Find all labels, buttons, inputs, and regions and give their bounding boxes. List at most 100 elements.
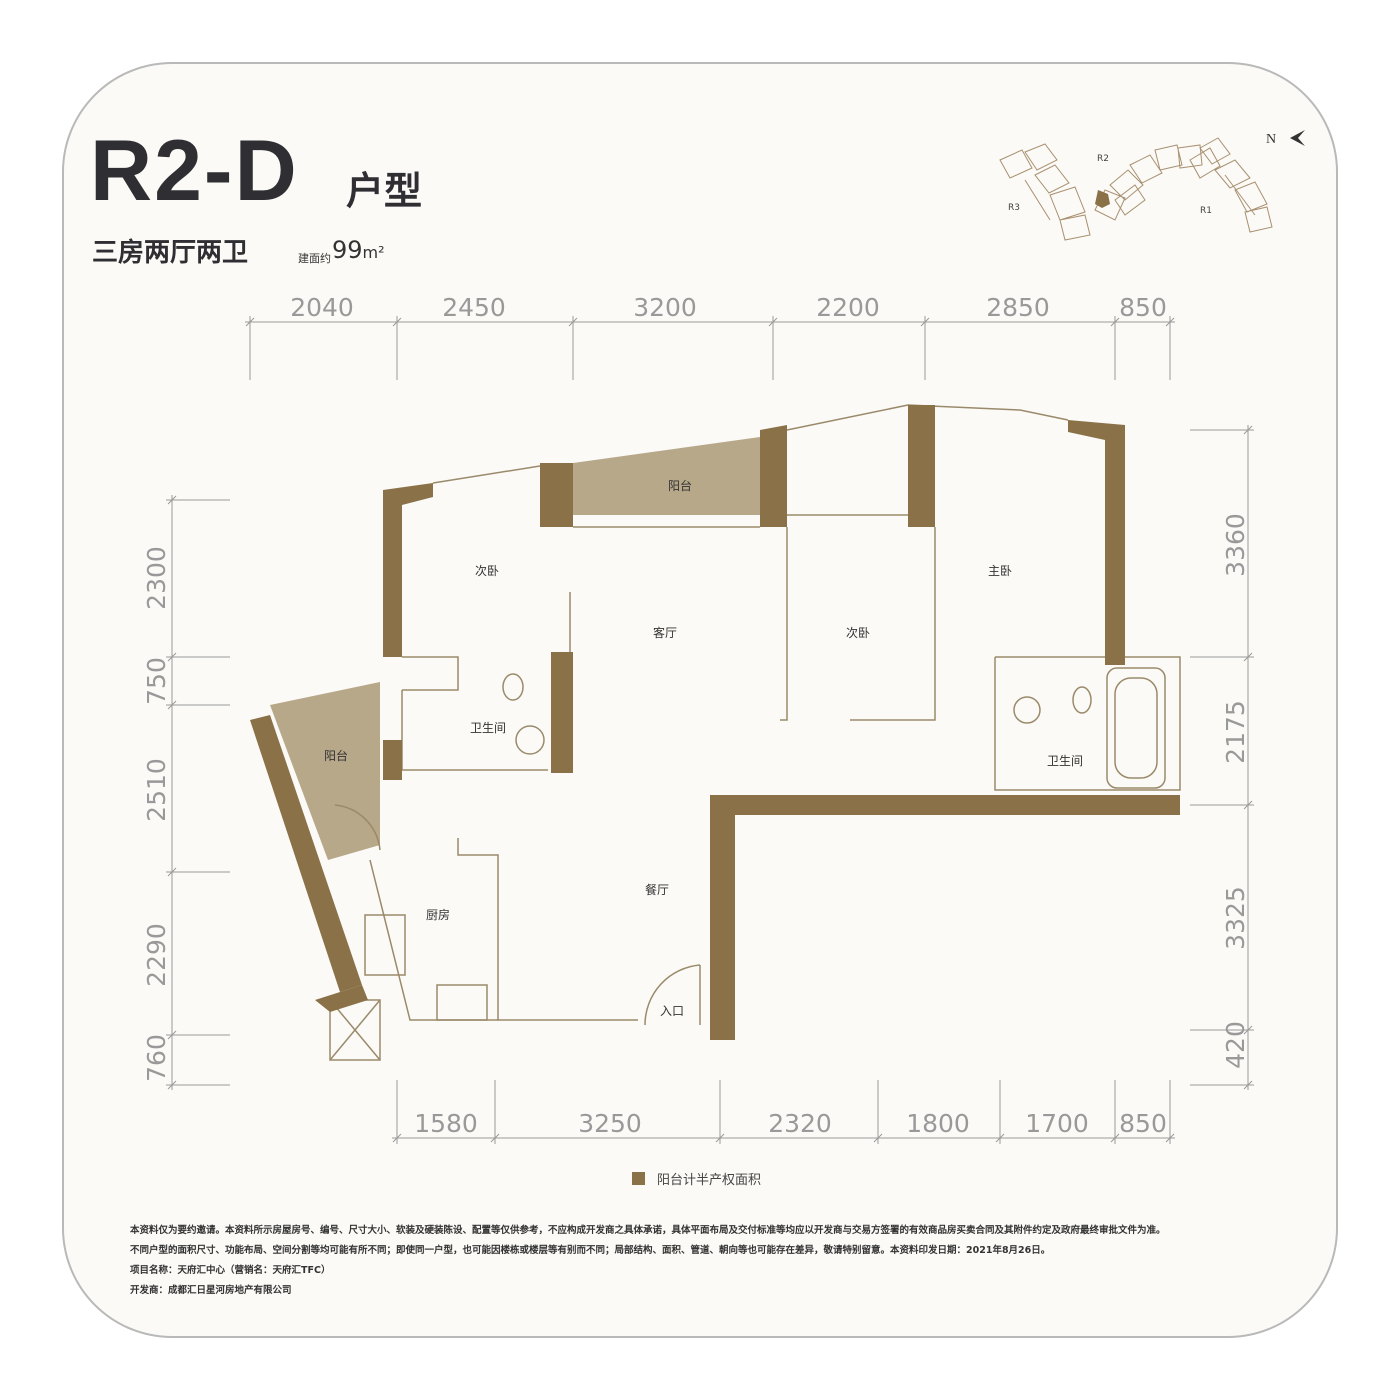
dim-bottom: 2320 [768,1109,832,1138]
dim-bottom: 1700 [1025,1109,1089,1138]
dimension-tick [768,317,778,327]
dimension-lines [166,316,1254,1144]
dimension-tick [1110,1133,1120,1143]
room-labels: 阳台 次卧 客厅 次卧 主卧 卫生间 卫生间 阳台 厨房 餐厅 入口 [324,478,1083,1018]
dim-left: 760 [142,1034,171,1082]
room-label-bedroom-3: 次卧 [846,626,870,640]
dimension-tick [1243,1025,1253,1035]
dimension-tick [1165,317,1175,327]
dimension-tick [167,1080,177,1090]
area-value: 99m² [332,236,385,264]
building-label-r2: R2 [1097,154,1109,164]
dim-bottom: 3250 [578,1109,642,1138]
dimension-tick [568,317,578,327]
dimension-tick [873,1133,883,1143]
building-r3 [999,143,1091,241]
dim-bottom: 1800 [906,1109,970,1138]
walls [250,405,1180,1040]
balcony-west-fill [270,682,380,860]
card-frame [62,62,1338,1338]
note-line-2: 不同户型的面积尺寸、功能布局、空间分割等均可能有所不同；即使同一户型，也可能因楼… [130,1245,1051,1256]
area-number: 99 [332,236,363,264]
dimension-tick [995,1133,1005,1143]
building-r1 [1189,137,1273,233]
room-label-entrance: 入口 [660,1004,684,1018]
note-line-1: 本资料仅为要约邀请。本资料所示房屋房号、编号、尺寸大小、软装及硬装陈设、配置等仅… [130,1225,1166,1236]
area-label: 建面约 [298,252,331,265]
dimension-tick [1243,1080,1253,1090]
dim-right: 2175 [1221,700,1250,764]
disclaimer-notes: 本资料仅为要约邀请。本资料所示房屋房号、编号、尺寸大小、软装及硬装陈设、配置等仅… [130,1221,1166,1301]
wall [315,985,368,1012]
building-label-r1: R1 [1200,206,1212,216]
project-name: 项目名称：天府汇中心（营销名：天府汇TFC） [130,1265,331,1276]
interior-lines [329,404,1181,1061]
area-unit: m² [362,243,385,262]
building-label-r3: R3 [1008,203,1020,213]
wall [540,463,573,527]
room-label-bedroom-2: 次卧 [475,564,499,578]
dim-top: 3200 [633,293,697,322]
dimension-tick [1110,317,1120,327]
dimension-tick [1243,652,1253,662]
wall [383,740,402,780]
dim-left: 2290 [142,923,171,987]
dim-bottom: 1580 [414,1109,478,1138]
unit-code: R2-D [90,123,299,219]
north-arrow-icon [1290,130,1305,146]
dimension-tick [392,317,402,327]
dimension-tick [1243,425,1253,435]
wall [250,715,362,992]
building-r2 [1094,144,1203,221]
dim-right: 420 [1221,1021,1250,1069]
dimension-tick [167,867,177,877]
room-label-bathroom-1: 卫生间 [470,721,506,735]
dim-top: 2450 [442,293,506,322]
dim-top: 850 [1119,293,1167,322]
dimension-tick [167,652,177,662]
wall [710,795,1180,1040]
room-label-master-bedroom: 主卧 [988,564,1012,578]
room-label-dining-room: 餐厅 [645,882,669,897]
legend-label: 阳台计半产权面积 [657,1173,762,1188]
dimension-tick [167,495,177,505]
dimension-tick [1165,1133,1175,1143]
dimension-tick [715,1133,725,1143]
dimension-tick [167,700,177,710]
room-label-kitchen: 厨房 [426,907,450,922]
dimension-tick [490,1133,500,1143]
dim-left: 2300 [142,546,171,610]
dimension-tick [245,317,255,327]
room-label-balcony-north: 阳台 [668,478,692,493]
wall [908,405,935,527]
dim-left: 750 [142,657,171,705]
room-label-living-room: 客厅 [653,625,677,640]
balcony-north-fill [573,437,760,515]
north-label: N [1266,132,1276,147]
room-label-balcony-west: 阳台 [324,748,348,763]
dimension-tick [167,1030,177,1040]
wall [383,483,433,657]
wall [760,425,787,527]
dimension-tick [1243,800,1253,810]
highlight-unit [1095,190,1110,208]
dimension-tick [392,1133,402,1143]
dimension-labels: 2040 2450 3200 2200 2850 850 1580 3250 2… [142,293,1250,1138]
wall [551,652,573,773]
dim-left: 2510 [142,758,171,822]
dim-right: 3325 [1221,886,1250,950]
key-map: R3 R2 R1 [999,137,1273,241]
layout-label: 三房两厅两卫 [92,238,249,268]
balcony-fills [270,437,760,860]
wall [1068,420,1125,665]
legend: 阳台计半产权面积 [632,1169,761,1188]
dim-top: 2200 [816,293,880,322]
dimension-tick [920,317,930,327]
dim-top: 2850 [986,293,1050,322]
dim-right: 3360 [1221,513,1250,577]
dim-top: 2040 [290,293,354,322]
room-label-bathroom-2: 卫生间 [1047,754,1083,768]
legend-swatch [632,1172,645,1185]
developer-name: 开发商：成都汇日星河房地产有限公司 [130,1285,292,1296]
